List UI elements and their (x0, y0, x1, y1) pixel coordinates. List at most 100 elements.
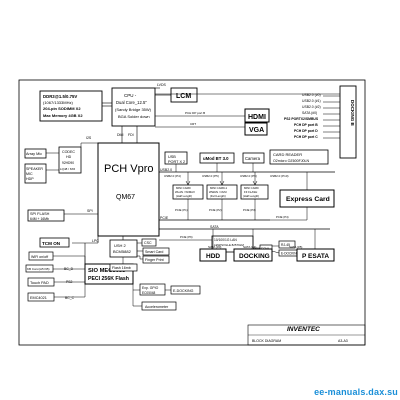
right-label-dpb: PCH DP port B (294, 123, 318, 127)
codec-line-4: LQ48 / 6X6 (60, 167, 76, 171)
ddr-line-2: (1067/1333MHz) (43, 100, 73, 105)
card-reader-line-2: O2micro OZ600FJ0LN (273, 159, 310, 163)
antenna-icon (185, 180, 258, 186)
hdd-block: HDD (199, 248, 227, 262)
usb-p5-label: USB2.0 (P5) (202, 174, 219, 178)
express-card-label: Express Card (286, 196, 330, 203)
mini-ff-line-1: MINI CARD (244, 186, 259, 190)
dmi-label: DMI (117, 133, 123, 137)
card-reader-line-1: CARD READER (273, 152, 302, 157)
docking-connector-block: DOCKING B (339, 85, 357, 159)
speaker-line-2: MIC (26, 172, 33, 176)
page-border (18, 79, 366, 346)
title-block-title: BLOCK DIAGRAM (252, 339, 281, 343)
pesata-block: P ESATA (296, 248, 335, 262)
spi-flash-line-1: SPI FLASH (30, 212, 50, 216)
pch-portb-label: PCH DP port B (185, 111, 205, 115)
right-label-dpd: PCH DP port D (294, 129, 318, 133)
hdmi-label: HDMI (248, 114, 266, 121)
array-mic-label: Array Mic (26, 152, 42, 156)
right-label-usb1: USB2.0 (#0) (302, 93, 321, 97)
rj45-label: RJ-45 (281, 243, 290, 247)
pch-label: PCH Vpro (104, 163, 154, 175)
accelerometer-block: Accelerometer (141, 301, 177, 311)
codec-line-3: 92HD90 (62, 161, 74, 165)
exp-gpio-line-2: EC05048 (142, 291, 156, 295)
rj45-block: RJ-45 (278, 240, 296, 249)
csc-block: CSC (141, 238, 157, 247)
fdi-label: FDI (128, 133, 134, 137)
flash-16mb-block: Flash 16mb (109, 263, 138, 272)
touch-pad-label: Touch PAD (30, 281, 49, 285)
mini-ff-block: MINI CARD FF FLASH (Half Length) (240, 184, 269, 200)
spi-flash-line-2: 64M + 16Mb (30, 217, 49, 221)
flash-16mb-label: Flash 16mb (112, 266, 131, 270)
sio-line-2: PECI 256K Flash (88, 276, 129, 282)
cpu-line-4: BGA Solder down (118, 114, 150, 119)
kb-conn-block: KB Conn(A5 KB) (25, 264, 54, 273)
cpu-line-1: CPU - (124, 93, 137, 98)
speaker-line-3: HDP (26, 177, 34, 181)
edock-bottom-label: E-DOCKING (173, 289, 194, 293)
title-block-sheet: A3-A3 (338, 339, 348, 343)
card-reader-block: CARD READER O2micro OZ600FJ0LN (269, 149, 329, 165)
mini-wwan-line-3: (Full Length) (210, 194, 226, 198)
pcie-p4-label: PCIE (P4) (276, 215, 289, 219)
umod-bt-label: uMod BT 3.0 (203, 156, 229, 161)
mini-wlan-line-1: MINI CARD (176, 186, 191, 190)
lan-line-2: LEWISVILLE 82579LM (214, 243, 244, 247)
touch-pad-block: Touch PAD (27, 277, 55, 287)
wifi-switch-label: WiFi on/off (31, 255, 48, 259)
usb-hub-block: USH 2 BCM5882 (109, 239, 138, 258)
sata5-label: SATA (#5) (289, 245, 302, 249)
pcie-p1-label: PCIE (P1) (175, 208, 188, 212)
ddr-line-4: Max Memory 4GB X2 (43, 113, 83, 118)
right-label-sata: SATA (#0) (302, 111, 317, 115)
codec-block: CODEC HD 92HD90 LQ48 / 6X6 (58, 146, 82, 174)
ddr-memory-block: DDR3@1.5/0.75V (1067/1333MHz) 204-pin SO… (39, 90, 103, 122)
mini-wlan-line-3: (Half Length) (176, 194, 192, 198)
right-label-dpc: PCH DP port C (294, 135, 318, 139)
lcm-label: LCM (176, 93, 191, 100)
bc-c-label: BC_C (65, 296, 75, 300)
speaker-line-1: SPEAKER (26, 167, 43, 171)
lcm-block: LCM (170, 87, 198, 103)
pcie-bus-label: PCIE (160, 216, 169, 220)
usb-port-line-1: USB (168, 155, 176, 159)
sio-link-lines-right (132, 284, 171, 307)
pcie-p2-label: PCIE (P2) (209, 208, 222, 212)
ddr-line-3: 204-pin SODIMM X2 (43, 106, 81, 111)
finger-print-label: Finger Print (145, 258, 164, 262)
smart-card-label: Smart Card (145, 250, 163, 254)
usb-hub-line-1: USH 2 (114, 243, 127, 248)
usb20-bus-label: USB2.0 (160, 168, 172, 172)
usb-p10-label: USB2.0 (P10) (270, 174, 289, 178)
mini-ff-line-3: (Half Length) (243, 194, 259, 198)
usb-port-block: USB PORT X 2 (164, 151, 188, 165)
spi-flash-block: SPI FLASH 64M + 16Mb (27, 209, 65, 222)
sio-link-lines (53, 255, 86, 298)
hdmi-block: HDMI (244, 108, 270, 123)
docking-block: DOCKING (233, 248, 273, 262)
lvds-label: LVDS (157, 83, 167, 87)
wifi-switch-block: WiFi on/off (28, 251, 54, 261)
usb-port-line-2: PORT X 2 (168, 160, 185, 164)
mini-wwan-block: MINI CARD-1 WWAN / CMU (Full Length) (206, 184, 238, 200)
express-card-block: Express Card (279, 189, 335, 208)
usb-p9-label: USB2.0 (P9) (240, 174, 257, 178)
codec-line-2: HD (66, 155, 72, 159)
lan-line-1: 10/100/1G LAN (214, 238, 237, 242)
esw-edock-line (271, 250, 280, 254)
usb-p4-label: USB2.0 (P4) (164, 174, 181, 178)
pesata-label: P ESATA (302, 253, 329, 260)
docking-connector-label: DOCKING B (350, 100, 355, 127)
cpu-line-2: Dual Core_12.5" (116, 100, 147, 105)
pch-block: PCH Vpro QM67 (97, 142, 160, 237)
crt-label: CRT (190, 122, 196, 126)
mini-wwan-line-2: WWAN / CMU (209, 190, 227, 194)
sio-line-1: SIO MEC5055 (88, 268, 126, 274)
tcm-label: TCM ON (42, 241, 61, 246)
kb-conn-label: KB Conn(A5 KB) (27, 267, 50, 271)
smart-card-block: Smart Card (142, 247, 170, 256)
